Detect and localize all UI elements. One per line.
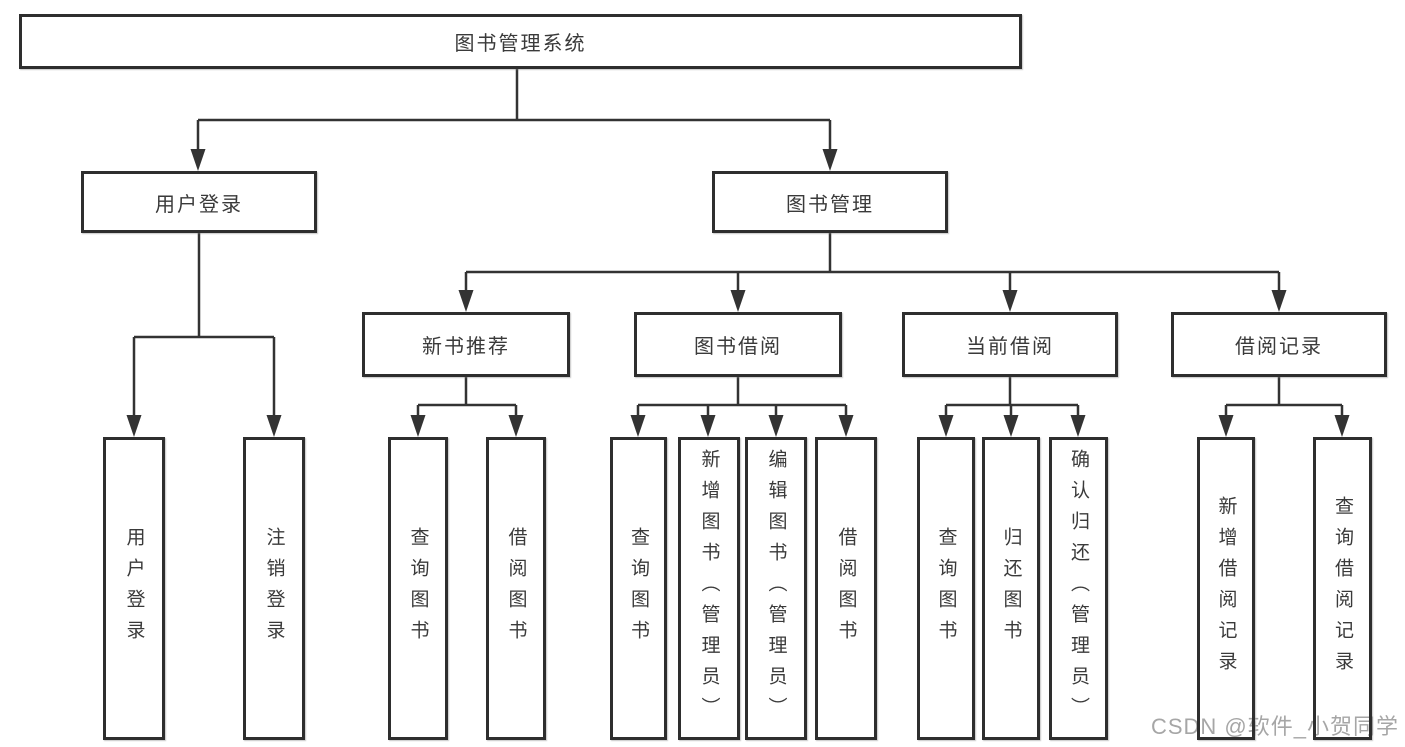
leaf-add-book-admin: 新增图书（管理员） [678, 437, 740, 740]
node-book-borrowing: 图书借阅 [634, 312, 842, 377]
node-borrowing-records: 借阅记录 [1171, 312, 1387, 377]
leaf-query-borrow-record: 查询借阅记录 [1313, 437, 1372, 740]
leaf-borrow-books: 借阅图书 [815, 437, 877, 740]
node-library-system: 图书管理系统 [19, 14, 1022, 69]
leaf-user-login: 用户登录 [103, 437, 165, 740]
leaf-confirm-return-admin: 确认归还（管理员） [1049, 437, 1108, 740]
leaf-edit-book-admin: 编辑图书（管理员） [745, 437, 807, 740]
csdn-watermark: CSDN @软件_小贺同学 [1150, 714, 1399, 739]
leaf-borrow-books-rec: 借阅图书 [486, 437, 546, 740]
node-book-management: 图书管理 [712, 171, 948, 233]
arrowhead-icons [126, 149, 1350, 437]
node-new-book-recommendation: 新书推荐 [362, 312, 570, 377]
node-current-borrowing: 当前借阅 [902, 312, 1118, 377]
leaf-query-books-borrow: 查询图书 [610, 437, 667, 740]
node-user-login: 用户登录 [81, 171, 317, 233]
leaf-add-borrow-record: 新增借阅记录 [1197, 437, 1255, 740]
leaf-logout: 注销登录 [243, 437, 305, 740]
leaf-query-books-current: 查询图书 [917, 437, 975, 740]
leaf-query-books-rec: 查询图书 [388, 437, 448, 740]
leaf-return-books: 归还图书 [982, 437, 1040, 740]
